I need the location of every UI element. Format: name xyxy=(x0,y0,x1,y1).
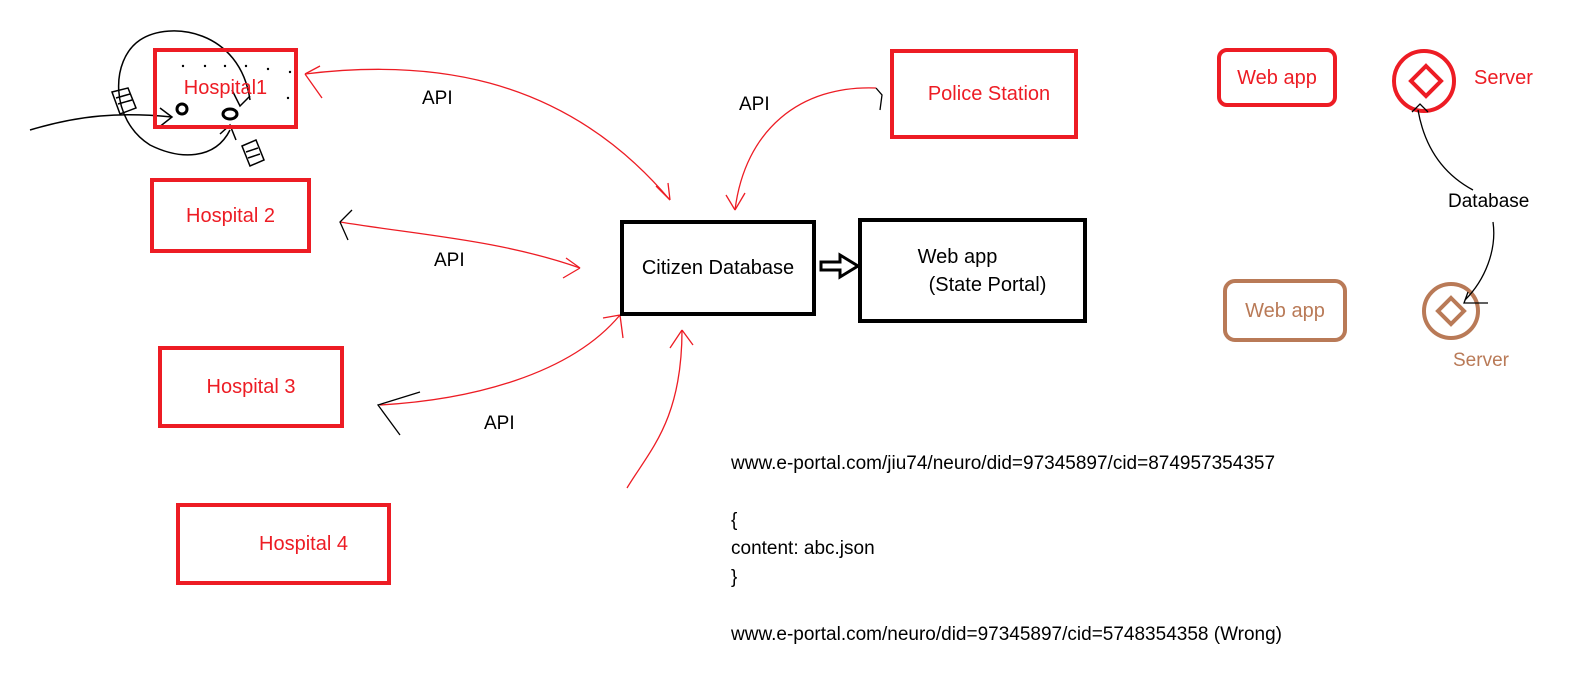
connector-hospital3-arrowhead xyxy=(376,391,421,436)
connector-hospital3-database xyxy=(379,314,624,406)
web-app-label: Web app xyxy=(917,245,998,268)
api-label-hospital1: API xyxy=(422,88,453,109)
content-line: content: abc.json xyxy=(731,538,875,559)
api-label-hospital3: API xyxy=(484,413,515,434)
legend-web-app-red[interactable]: Web app xyxy=(1217,48,1337,107)
citizen-database-node[interactable]: Citizen Database xyxy=(620,220,816,316)
connector-police-arrowhead xyxy=(875,87,883,111)
hospital4-label: Hospital 4 xyxy=(259,533,348,555)
connector-hospital4-database xyxy=(626,329,694,489)
api-label-hospital2: API xyxy=(434,250,465,271)
legend-database-connectors xyxy=(1411,103,1495,304)
police-station-label: Police Station xyxy=(927,83,1051,105)
server-icon-red xyxy=(1392,49,1456,113)
connector-hospital1-database xyxy=(304,65,671,201)
hospital1-node[interactable]: Hospital1 xyxy=(153,48,298,129)
url-correct: www.e-portal.com/jiu74/neuro/did=9734589… xyxy=(731,453,1276,474)
state-portal-label: (State Portal) xyxy=(928,273,1047,296)
hospital2-label: Hospital 2 xyxy=(186,204,275,227)
legend-web-app-red-label: Web app xyxy=(1237,66,1317,89)
legend-database-label: Database xyxy=(1448,191,1530,212)
hospital1-dots xyxy=(181,64,292,100)
police-station-node[interactable]: Police Station xyxy=(890,49,1078,139)
connector-police-database xyxy=(725,87,877,211)
connector-hospital2-database xyxy=(339,221,581,279)
api-label-police: API xyxy=(739,94,770,115)
legend-web-app-brown[interactable]: Web app xyxy=(1223,279,1347,342)
connector-hospital2-arrowhead xyxy=(339,209,353,241)
hospital1-label: Hospital1 xyxy=(183,76,268,99)
brace-open: { xyxy=(731,510,738,531)
legend-server-red-label: Server xyxy=(1474,67,1533,89)
brace-close: } xyxy=(731,567,738,588)
citizen-database-label: Citizen Database xyxy=(641,257,795,279)
legend-server-brown-label: Server xyxy=(1453,350,1509,371)
hospital2-node[interactable]: Hospital 2 xyxy=(150,178,311,253)
hospital4-node[interactable]: Hospital 4 xyxy=(176,503,391,585)
hospital3-node[interactable]: Hospital 3 xyxy=(158,346,344,428)
hospital3-label: Hospital 3 xyxy=(206,376,296,398)
web-app-label-stack: Web app (State Portal) xyxy=(889,245,1047,297)
url-wrong: www.e-portal.com/neuro/did=97345897/cid=… xyxy=(731,624,1283,645)
server-icon-brown xyxy=(1422,282,1480,340)
web-app-state-portal-node[interactable]: Web app (State Portal) xyxy=(858,218,1087,323)
database-to-webapp-arrow xyxy=(819,252,861,280)
legend-web-app-brown-label: Web app xyxy=(1245,299,1325,322)
